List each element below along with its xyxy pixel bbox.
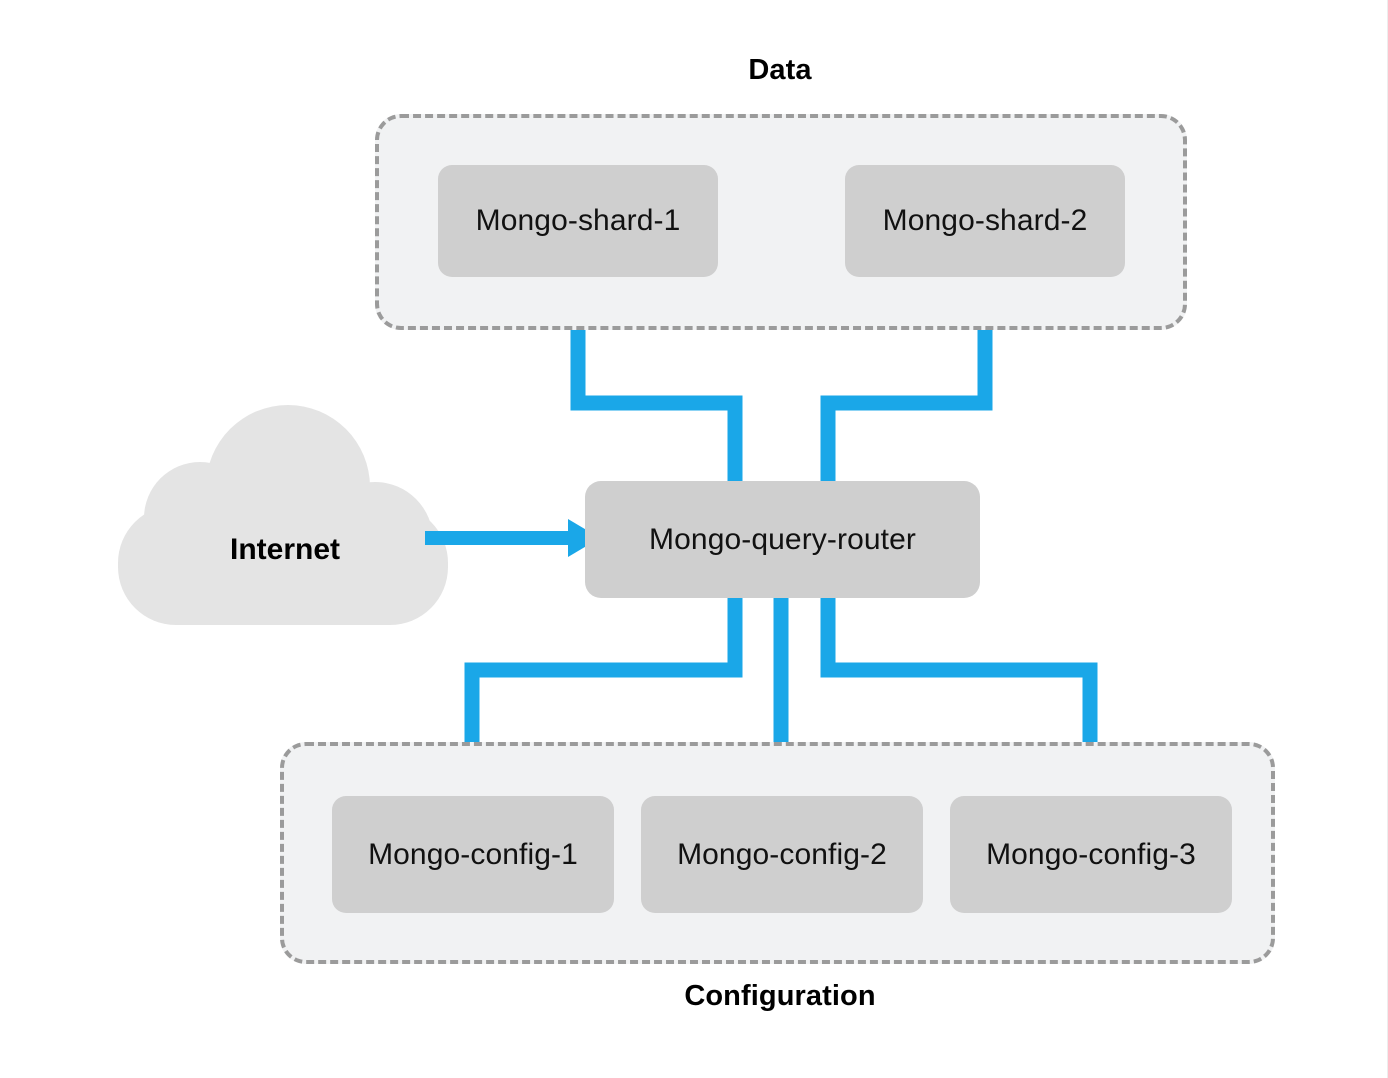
group-caption-configuration: Configuration xyxy=(684,980,876,1012)
cloud-label-internet: Internet xyxy=(229,533,340,566)
cloud-icon xyxy=(118,405,448,625)
node-mongo-config-2[interactable]: Mongo-config-2 xyxy=(641,796,923,913)
node-mongo-query-router[interactable]: Mongo-query-router xyxy=(585,481,980,598)
node-mongo-config-1[interactable]: Mongo-config-1 xyxy=(332,796,614,913)
arrow-right-icon xyxy=(425,519,600,557)
node-mongo-shard-2[interactable]: Mongo-shard-2 xyxy=(845,165,1125,277)
node-mongo-config-3[interactable]: Mongo-config-3 xyxy=(950,796,1232,913)
node-mongo-shard-1[interactable]: Mongo-shard-1 xyxy=(438,165,718,277)
group-caption-data: Data xyxy=(748,54,812,86)
